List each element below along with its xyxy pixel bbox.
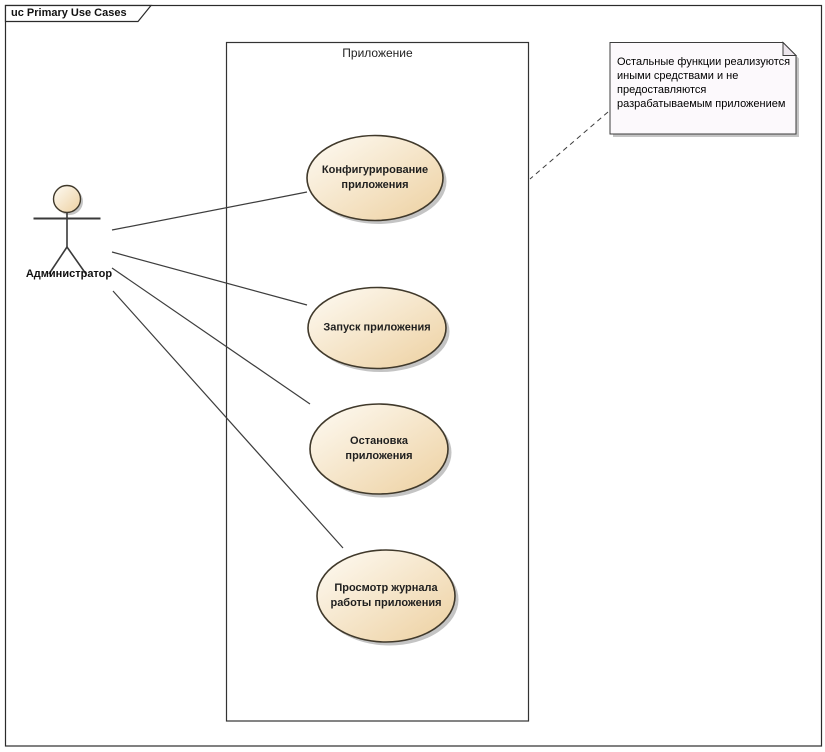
association-start[interactable] [111, 251, 308, 306]
use-case-label-stop: Остановка приложения [345, 435, 413, 462]
note-text: Остальные функции реализуются иными сред… [617, 55, 797, 111]
association-stop[interactable] [111, 267, 311, 405]
use-case-label-start: Запуск приложения [323, 321, 431, 334]
note-line: Остальные функции реализуются [617, 56, 791, 68]
use-case-label-viewlog: Просмотр журнала работы приложения [330, 582, 442, 609]
use-case-viewlog[interactable] [316, 549, 456, 643]
note-connector[interactable] [529, 111, 609, 180]
actor-leg-right [66, 246, 87, 275]
use-case-stop[interactable] [309, 403, 449, 495]
association-configure[interactable] [111, 191, 308, 231]
note-fold-icon [782, 41, 798, 56]
note-line: предоставляются [617, 84, 707, 96]
actor-leg-left [48, 246, 68, 275]
note[interactable] [609, 42, 797, 135]
use-case-start[interactable] [307, 286, 447, 370]
actor-label: Администратор [25, 268, 113, 280]
actor-administrator[interactable] [33, 184, 101, 275]
note-line: иными средствами и не [617, 70, 739, 82]
use-case-label-configure: Конфигурирование приложения [321, 164, 429, 191]
actor-head [52, 184, 82, 214]
use-case-configure[interactable] [306, 134, 444, 222]
note-line: разрабатываемым приложением [617, 98, 786, 110]
frame-title: uc Primary Use Cases [11, 7, 127, 19]
association-viewlog[interactable] [112, 290, 344, 549]
system-boundary-label: Приложение [342, 46, 413, 60]
frame-title-tab [4, 4, 153, 23]
